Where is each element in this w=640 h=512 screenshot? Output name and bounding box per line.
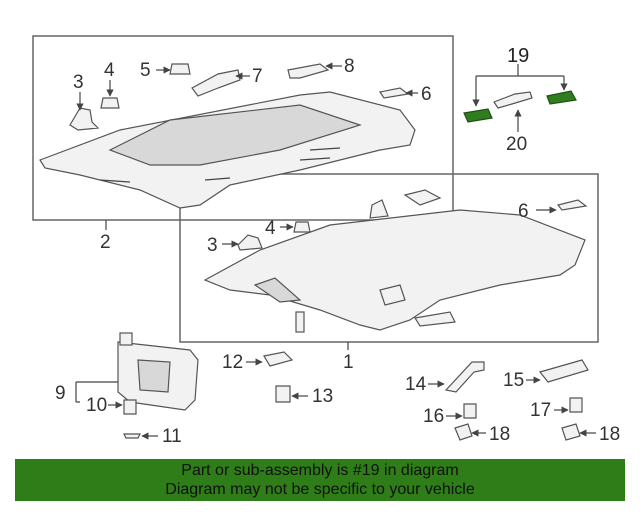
callout-18-left: 18 [489,424,510,445]
callout-4-upper: 4 [104,60,115,81]
part-7 [191,69,241,97]
callout-12: 12 [222,352,243,373]
callout-14: 14 [405,374,427,395]
part-8 [287,63,330,79]
callout-17: 17 [530,400,551,421]
part-3-lower [237,234,263,251]
part-3-upper [69,107,100,131]
callout-6-upper: 6 [421,84,432,105]
part-6-lower [556,199,588,211]
upper-group-box [32,35,454,221]
callout-20: 20 [506,134,527,155]
callout-16: 16 [423,406,444,427]
callout-15: 15 [503,370,524,391]
bracket-lower-a [369,199,389,219]
part-12 [263,351,294,367]
callout-11: 11 [162,426,182,447]
part-18-right [561,423,581,441]
part-17 [569,397,583,413]
leader-19 [476,64,564,77]
part-4-lower [293,221,311,233]
callout-9: 9 [55,383,66,404]
bracket-lower-b [403,189,442,206]
part-15 [538,359,589,383]
callout-3-upper: 3 [73,72,84,93]
callout-4-lower: 4 [265,218,276,239]
part-20 [493,91,533,109]
callout-18-right: 18 [599,424,620,445]
part-19-left [463,108,493,123]
headliner-lower [203,209,586,333]
lower-group-box [179,173,599,343]
part-16 [463,403,477,419]
callout-6-lower: 6 [518,201,529,222]
callout-2: 2 [100,232,111,253]
callout-8: 8 [344,56,355,77]
callout-3-lower: 3 [207,235,218,256]
leader-9 [75,381,118,403]
part-19-right [546,90,577,105]
part-10 [123,399,137,415]
callout-19: 19 [507,45,529,67]
banner-line-1: Part or sub-assembly is #19 in diagram [181,462,459,479]
part-18-left [454,423,473,441]
part-14 [444,361,485,393]
part-13 [275,385,291,403]
callout-1: 1 [343,352,354,373]
part-4-upper [100,97,120,109]
info-banner: Part or sub-assembly is #19 in diagram D… [15,459,625,501]
part-11 [123,433,141,439]
callout-10: 10 [86,395,107,416]
headliner-sunroof [39,91,416,209]
callout-7: 7 [252,66,263,87]
sun-visor [117,332,199,411]
part-6-upper [379,87,410,99]
part-5 [169,63,191,75]
callout-13: 13 [312,386,333,407]
banner-line-2: Diagram may not be specific to your vehi… [165,481,475,498]
callout-5: 5 [140,60,151,81]
